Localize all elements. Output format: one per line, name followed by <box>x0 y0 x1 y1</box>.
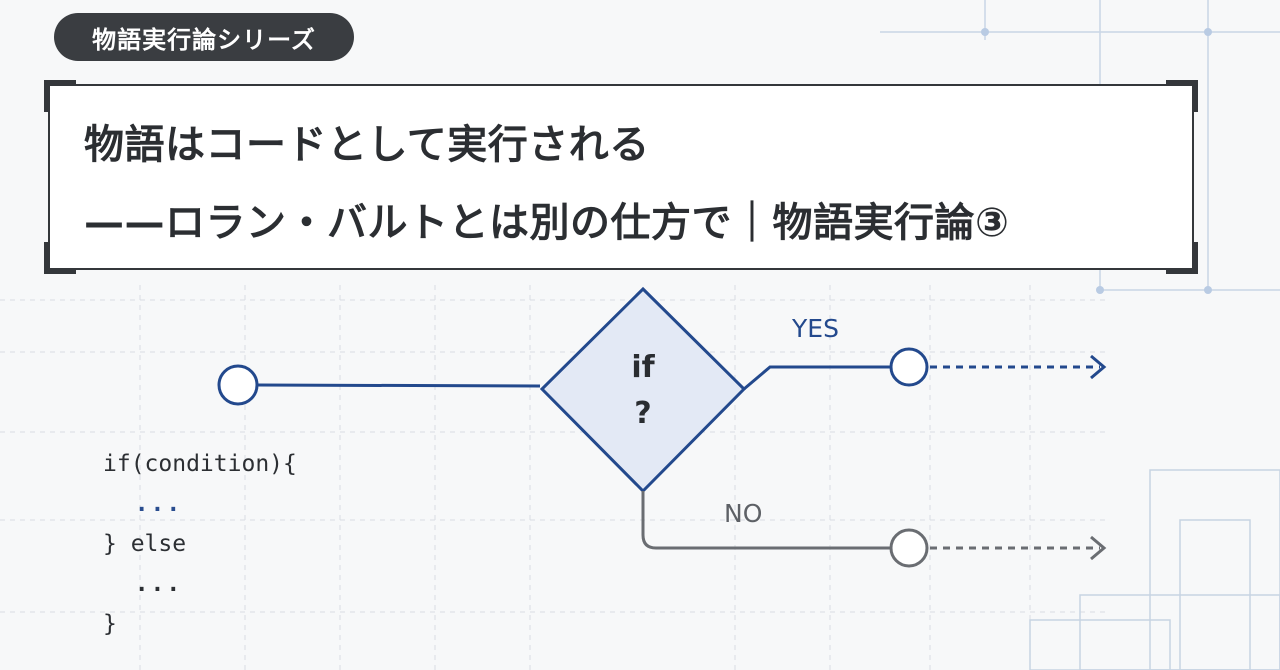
code-snippet: if(condition){ ... } else ... } <box>103 444 297 644</box>
title-line-1: 物語はコードとして実行される <box>84 122 650 168</box>
no-end-node <box>889 528 929 568</box>
code-line-3: } else <box>103 531 187 557</box>
start-node <box>217 364 259 406</box>
no-arrowhead-icon <box>1090 535 1107 561</box>
series-badge: 物語実行論シリーズ <box>54 13 354 61</box>
series-badge-label: 物語実行論シリーズ <box>92 25 316 54</box>
input-line <box>257 383 541 388</box>
decorative-dots <box>981 28 1212 294</box>
decision-label-if: if <box>631 350 655 385</box>
title-frame: 物語はコードとして実行される ——ロラン・バルトとは別の仕方で｜物語実行論③ <box>44 80 1198 274</box>
frame-corner-top-left <box>44 80 76 112</box>
no-branch-line <box>641 491 890 550</box>
background-grid <box>0 285 1110 670</box>
decision-diamond <box>539 286 747 494</box>
code-line-2: ... <box>103 491 183 517</box>
yes-branch-line <box>743 365 890 391</box>
decision-label-question: ? <box>634 396 652 431</box>
decorative-squares-bottom-right <box>1029 469 1280 670</box>
frame-corner-top-right <box>1166 80 1198 112</box>
title-line-2: ——ロラン・バルトとは別の仕方で｜物語実行論③ <box>84 200 1010 246</box>
yes-label: YES <box>792 314 839 343</box>
code-line-4: ... <box>103 571 183 597</box>
yes-end-node <box>889 347 929 387</box>
code-line-1: if(condition){ <box>103 451 297 477</box>
yes-arrowhead-icon <box>1090 354 1107 380</box>
code-line-5: } <box>103 611 117 637</box>
frame-corner-bottom-left <box>44 242 76 274</box>
no-label: NO <box>724 499 763 528</box>
frame-corner-bottom-right <box>1166 242 1198 274</box>
